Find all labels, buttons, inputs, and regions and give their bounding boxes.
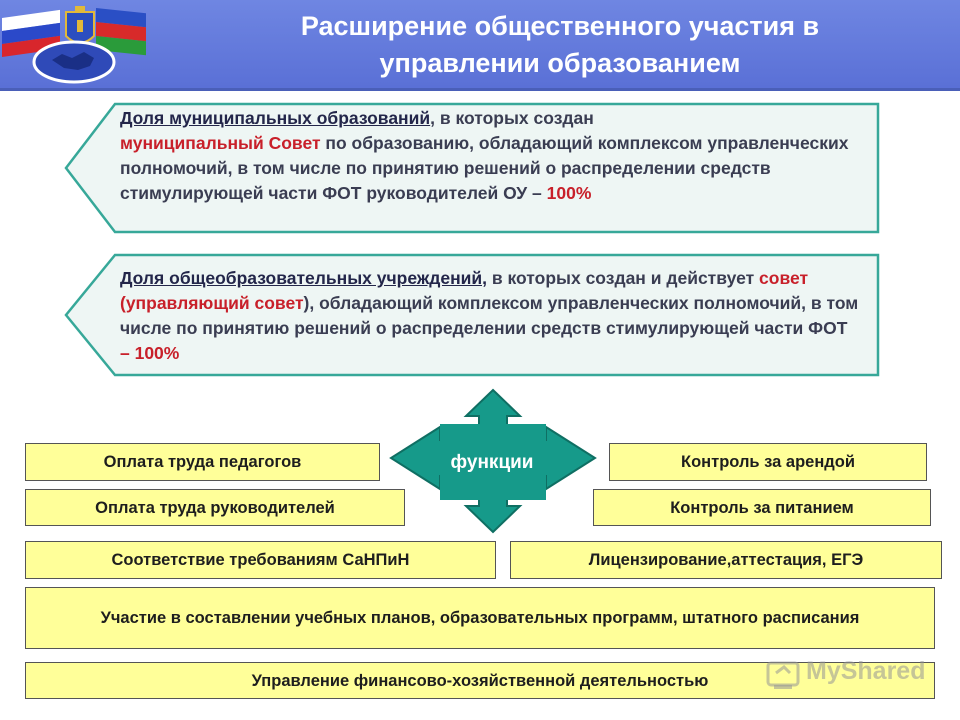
callout-1-text: Доля муниципальных образований, в которы… — [120, 106, 860, 206]
presentation-watermark-icon — [766, 661, 800, 689]
callout-1-part: , в которых создан — [430, 108, 594, 128]
callout-2-highlight: совет (управляющий совет — [120, 268, 809, 313]
box-sanpin: Соответствие требованиям СаНПиН — [25, 541, 496, 579]
box-licensing: Лицензирование,аттестация, ЕГЭ — [510, 541, 942, 579]
callout-2-text: Доля общеобразовательных учреждений, в к… — [120, 266, 860, 366]
header-divider — [0, 88, 960, 91]
callout-1-highlight: муниципальный Совет — [120, 133, 321, 153]
watermark-text: MyShared — [806, 657, 926, 685]
flag-emblem-icon — [2, 6, 146, 84]
callout-1-percent: 100% — [546, 183, 592, 203]
box-food-control: Контроль за питанием — [593, 489, 931, 526]
functions-label: функции — [450, 452, 534, 473]
header-bar — [0, 0, 960, 88]
box-pay-teachers: Оплата труда педагогов — [25, 443, 380, 481]
page-title-line2: управлении образованием — [379, 48, 741, 78]
functions-cross-arrow — [389, 388, 597, 534]
box-pay-heads: Оплата труда руководителей — [25, 489, 405, 526]
box-curricula: Участие в составлении учебных планов, об… — [25, 587, 935, 649]
callout-2-body: ), обладающий комплексом управленческих … — [120, 293, 859, 338]
box-rent-control: Контроль за арендой — [609, 443, 927, 481]
callout-2-lead: Доля общеобразовательных учреждений, — [120, 268, 488, 288]
page-title: Расширение общественного участия в управ… — [190, 8, 930, 82]
callout-1-lead: Доля муниципальных образований — [120, 108, 431, 128]
callout-1-body: по образованию, обладающий комплексом уп… — [120, 133, 849, 203]
callout-2-percent: – 100% — [120, 343, 180, 363]
page-title-line1: Расширение общественного участия в — [300, 11, 820, 41]
callout-2-part: в которых создан и действует — [487, 268, 760, 288]
